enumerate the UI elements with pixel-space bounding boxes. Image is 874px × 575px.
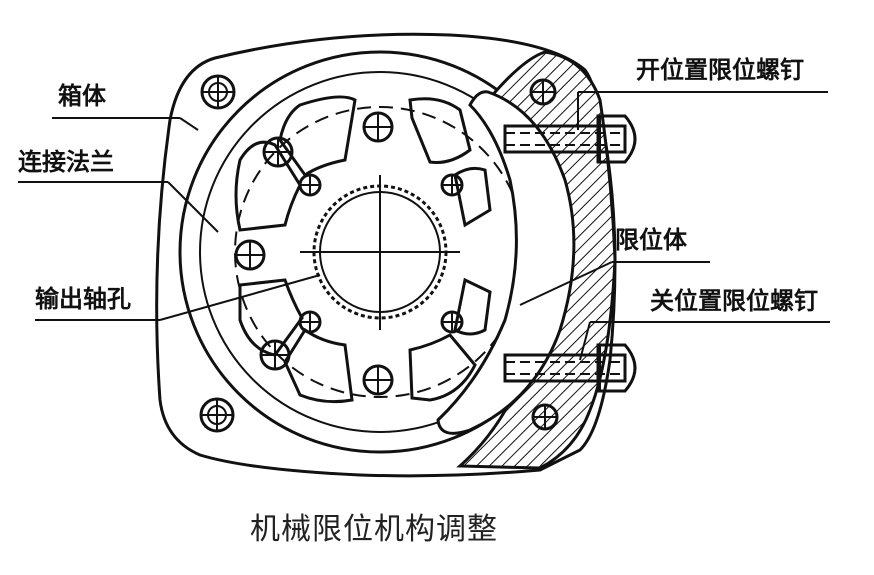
label-open-limit-screw: 开位置限位螺钉: [636, 56, 804, 84]
flange-bolts: [234, 111, 464, 396]
diagram-caption: 机械限位机构调整: [250, 512, 498, 547]
label-housing: 箱体: [58, 82, 106, 110]
limit-block: [436, 90, 576, 435]
label-limit-block: 限位体: [615, 226, 687, 254]
corner-bolt-bottom-left: [199, 397, 235, 433]
section-bolt-top: [529, 78, 557, 106]
label-close-limit-screw: 关位置限位螺钉: [650, 287, 818, 315]
section-bolt-bottom: [531, 403, 559, 431]
close-limit-screw: [503, 343, 637, 393]
open-limit-screw: [503, 114, 637, 164]
leader-lines: [18, 91, 830, 361]
label-output-shaft-hole: 输出轴孔: [35, 285, 131, 313]
output-shaft-hole: [300, 175, 460, 330]
corner-bolt-top-left: [200, 74, 236, 110]
housing-outline: [155, 32, 617, 478]
label-connecting-flange: 连接法兰: [18, 148, 114, 176]
